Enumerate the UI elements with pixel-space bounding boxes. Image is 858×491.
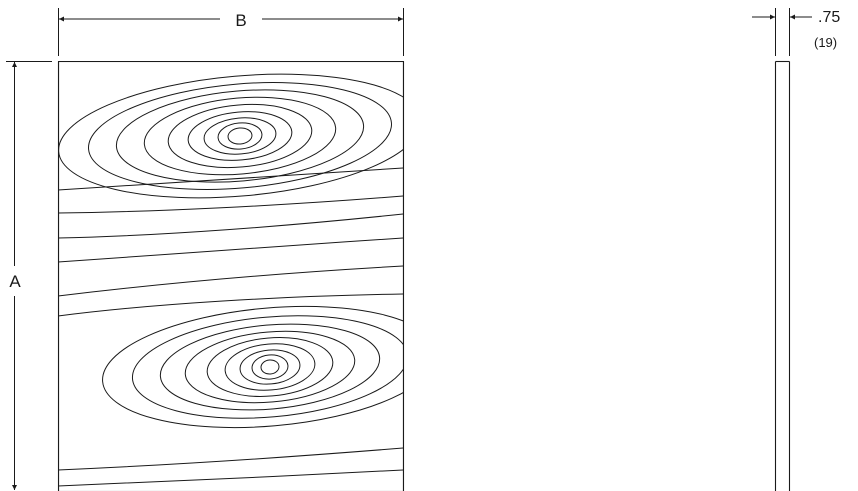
- thickness-metric-label: (19): [814, 35, 837, 50]
- dimension-b: [58, 8, 404, 56]
- dimension-thickness: [752, 8, 812, 56]
- height-label: A: [9, 272, 21, 291]
- middle-grain-lines: [57, 167, 404, 317]
- bottom-grain-lines: [57, 447, 404, 487]
- width-label: B: [235, 11, 246, 30]
- upper-knot-grain: [58, 73, 422, 199]
- thickness-label: .75: [818, 9, 840, 26]
- panel-outline: [57, 60, 405, 491]
- panel-edge: [57, 60, 405, 491]
- lower-knot-grain: [102, 305, 438, 429]
- wood-grain: [57, 73, 438, 487]
- dimension-a: [6, 61, 52, 490]
- panel-side-view: [774, 60, 791, 491]
- panel-front-view: [57, 60, 405, 491]
